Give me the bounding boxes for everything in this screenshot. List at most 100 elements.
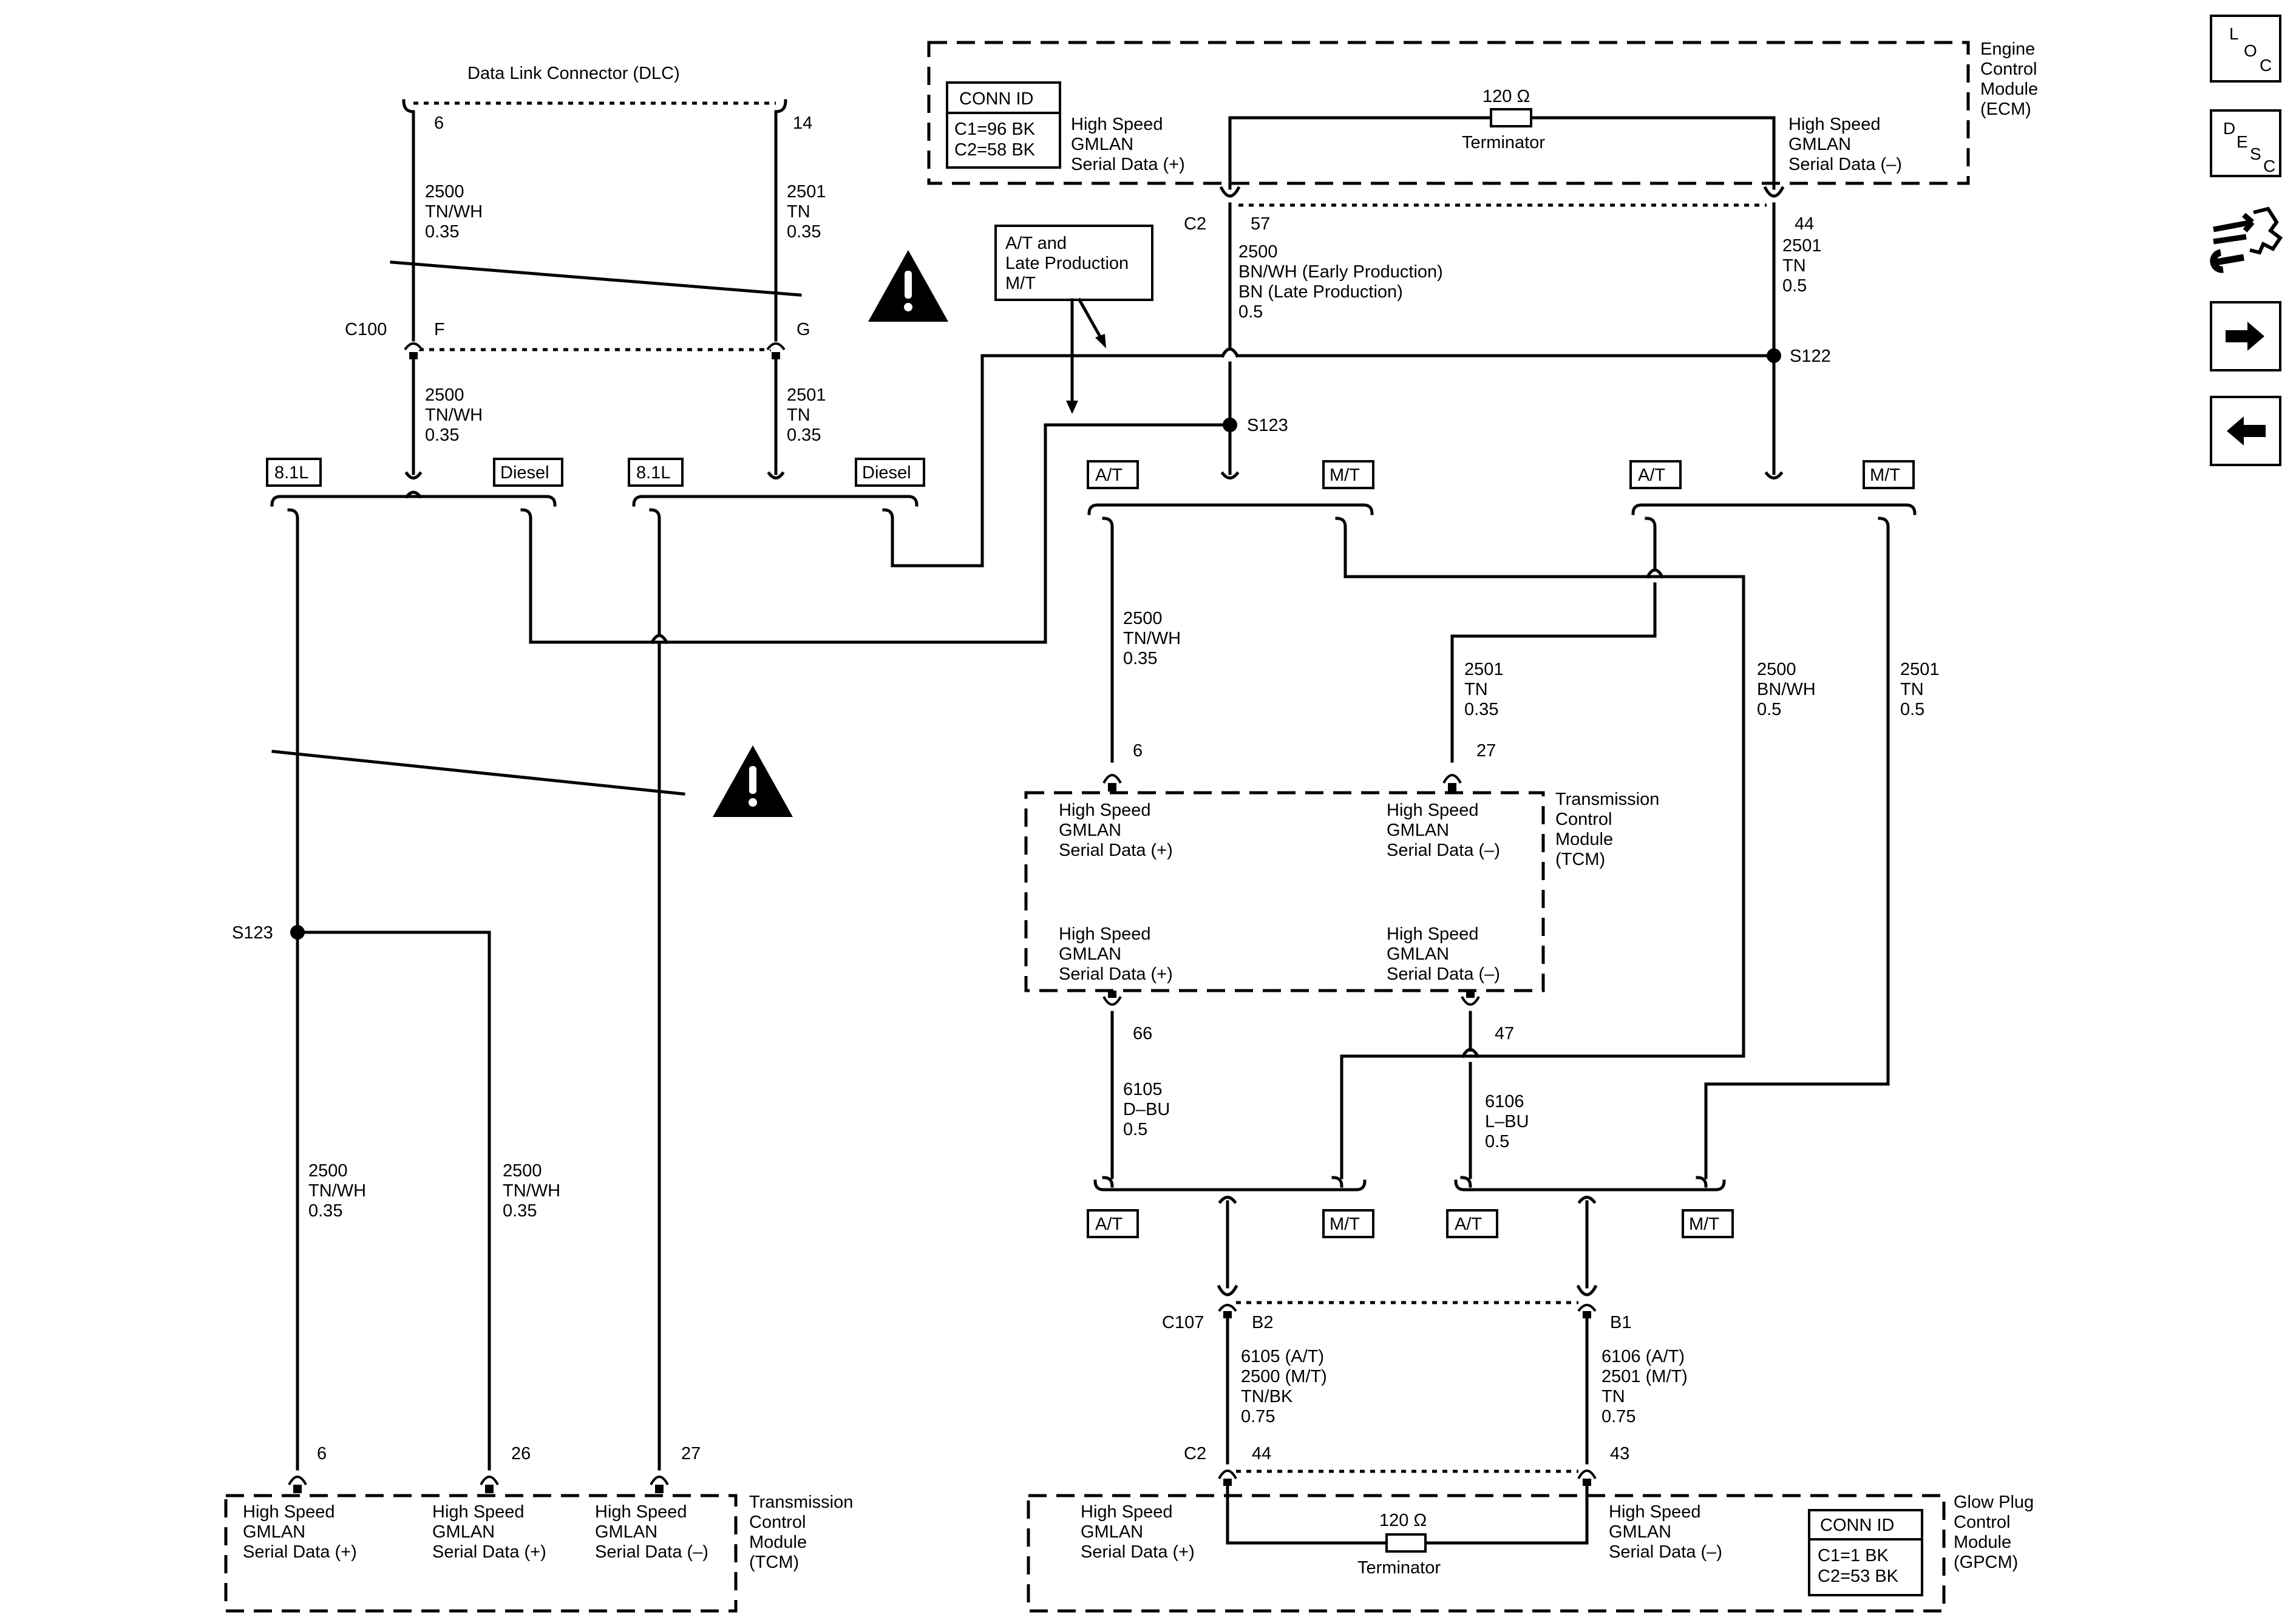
svg-text:Transmission: Transmission <box>1555 790 1659 809</box>
svg-text:High Speed: High Speed <box>1387 801 1479 820</box>
svg-text:L–BU: L–BU <box>1485 1112 1529 1131</box>
svg-text:2500: 2500 <box>1123 609 1163 628</box>
previous-page-button[interactable] <box>2210 396 2281 466</box>
svg-text:CONN ID: CONN ID <box>1820 1516 1894 1535</box>
loc-button[interactable]: L O C <box>2210 15 2281 83</box>
tcm-left-hs-pos-2: High Speed GMLAN Serial Data (+) <box>432 1502 546 1562</box>
svg-text:C1=1 BK: C1=1 BK <box>1818 1546 1889 1565</box>
svg-text:C2: C2 <box>1184 1444 1206 1463</box>
dlc-connector: Data Link Connector (DLC) 6 14 <box>390 64 812 342</box>
svg-text:6106: 6106 <box>1485 1092 1524 1111</box>
svg-text:(GPCM): (GPCM) <box>1954 1553 2018 1572</box>
warning-icon <box>868 250 948 322</box>
svg-text:GMLAN: GMLAN <box>1081 1522 1143 1542</box>
connector-wrench-icon[interactable] <box>2210 204 2285 277</box>
svg-text:0.35: 0.35 <box>425 425 459 445</box>
svg-text:6105 (A/T): 6105 (A/T) <box>1241 1347 1324 1366</box>
svg-text:0.35: 0.35 <box>308 1201 342 1221</box>
svg-text:2500: 2500 <box>308 1161 348 1181</box>
svg-text:Transmission: Transmission <box>749 1493 853 1512</box>
svg-text:26: 26 <box>511 1444 531 1463</box>
gpcm-conn-id: CONN ID C1=1 BK C2=53 BK <box>1808 1509 1923 1596</box>
ecm-terminator-ohms: 120 Ω <box>1483 87 1530 106</box>
svg-text:57: 57 <box>1251 214 1270 234</box>
ecm-hs-neg: High Speed GMLAN Serial Data (–) <box>1788 115 1902 174</box>
svg-text:0.75: 0.75 <box>1601 1407 1635 1426</box>
splice-s122: S122 <box>1790 347 1831 366</box>
svg-text:6105: 6105 <box>1123 1080 1163 1099</box>
svg-text:Engine: Engine <box>1980 39 2035 59</box>
svg-text:(TCM): (TCM) <box>1555 850 1605 869</box>
svg-text:TN/WH: TN/WH <box>503 1181 560 1201</box>
svg-text:47: 47 <box>1495 1024 1514 1043</box>
svg-text:TN: TN <box>787 405 810 425</box>
svg-text:2501: 2501 <box>1782 236 1822 256</box>
c107-connector: C107 B2 B1 <box>1162 1284 1631 1332</box>
svg-text:43: 43 <box>1610 1444 1629 1463</box>
svg-text:TN/WH: TN/WH <box>425 405 483 425</box>
svg-text:2500: 2500 <box>1238 242 1278 262</box>
svg-text:0.75: 0.75 <box>1241 1407 1275 1426</box>
dlc-pin-6: 6 <box>434 114 444 133</box>
svg-text:Control: Control <box>1555 810 1612 829</box>
option-tag-diesel-left: Diesel <box>493 458 563 487</box>
svg-text:2501: 2501 <box>787 182 826 202</box>
svg-text:6: 6 <box>1133 741 1143 761</box>
wire-label-bnwh: 2500 BN/WH 0.5 <box>1757 660 1816 719</box>
svg-text:Serial Data (–): Serial Data (–) <box>1387 841 1500 860</box>
production-note-box: A/T and Late Production M/T <box>994 225 1153 414</box>
tcm-right-hs-pos-top: High Speed GMLAN Serial Data (+) <box>1059 801 1173 860</box>
splice-s123-left: S123 <box>232 923 273 943</box>
svg-text:Module: Module <box>1954 1533 2011 1552</box>
desc-button[interactable]: D E S C <box>2210 109 2281 177</box>
arrow-right-icon <box>2226 322 2264 351</box>
wire-label-gpcm-right: 6106 (A/T) 2501 (M/T) TN 0.75 <box>1601 1347 1688 1426</box>
ecm-hs-pos: High Speed GMLAN Serial Data (+) <box>1071 115 1185 174</box>
option-tag-mt-3: M/T <box>1322 1209 1374 1238</box>
svg-text:A/T: A/T <box>1095 466 1123 485</box>
svg-text:Serial Data (–): Serial Data (–) <box>1788 155 1902 174</box>
svg-text:2500: 2500 <box>1757 660 1796 679</box>
gpcm-terminator-resistor <box>1385 1533 1427 1553</box>
svg-text:0.35: 0.35 <box>503 1201 537 1221</box>
tcm-right-hs-neg-bottom: High Speed GMLAN Serial Data (–) <box>1387 924 1500 984</box>
svg-text:C1=96 BK: C1=96 BK <box>954 120 1036 139</box>
svg-text:Serial Data (+): Serial Data (+) <box>243 1542 357 1562</box>
svg-text:High Speed: High Speed <box>243 1502 335 1522</box>
svg-text:TN: TN <box>787 202 810 222</box>
wire-label-ecm-right: 2501 TN 0.5 <box>1782 236 1822 296</box>
wire-label-left-2: 2500 TN/WH 0.35 <box>503 1161 560 1221</box>
svg-text:8.1L: 8.1L <box>274 463 308 483</box>
wire-label-tcm-in-1: 2500 TN/WH 0.35 <box>1123 609 1181 668</box>
arrow-left-icon <box>2227 416 2266 446</box>
wire-label-tcm-in-2: 2501 TN 0.35 <box>1464 660 1504 719</box>
option-tag-at-3: A/T <box>1087 1209 1139 1238</box>
gpcm-hs-neg: High Speed GMLAN Serial Data (–) <box>1609 1502 1722 1562</box>
svg-text:BN (Late Production): BN (Late Production) <box>1238 282 1403 302</box>
ecm-module: CONN ID C1=96 BK C2=58 BK High Speed GML… <box>927 39 2038 190</box>
svg-text:BN/WH: BN/WH <box>1757 680 1816 699</box>
next-page-button[interactable] <box>2210 301 2281 371</box>
svg-text:0.35: 0.35 <box>1464 700 1498 719</box>
svg-text:2501: 2501 <box>1464 660 1504 679</box>
svg-text:High Speed: High Speed <box>1071 115 1163 134</box>
svg-text:2500: 2500 <box>425 182 464 202</box>
svg-text:B1: B1 <box>1610 1313 1631 1332</box>
svg-text:High Speed: High Speed <box>432 1502 525 1522</box>
svg-text:TN/WH: TN/WH <box>1123 629 1181 648</box>
svg-text:High Speed: High Speed <box>1788 115 1881 134</box>
gpcm-terminator-label: Terminator <box>1357 1558 1441 1578</box>
gpcm-name: Glow Plug Control Module (GPCM) <box>1954 1493 2034 1572</box>
svg-text:GMLAN: GMLAN <box>432 1522 495 1542</box>
ecm-name: Engine Control Module (ECM) <box>1980 39 2038 119</box>
ecm-conn-id: CONN ID C1=96 BK C2=58 BK <box>946 81 1061 169</box>
svg-text:(TCM): (TCM) <box>749 1553 799 1572</box>
svg-text:2501: 2501 <box>1900 660 1940 679</box>
svg-text:Serial Data (–): Serial Data (–) <box>1387 964 1500 984</box>
svg-text:Glow Plug: Glow Plug <box>1954 1493 2034 1512</box>
svg-text:Module: Module <box>749 1533 807 1552</box>
svg-text:High Speed: High Speed <box>595 1502 687 1522</box>
svg-text:Control: Control <box>1980 59 2037 79</box>
svg-text:Control: Control <box>1954 1513 2011 1532</box>
svg-text:Serial Data (+): Serial Data (+) <box>1059 841 1173 860</box>
